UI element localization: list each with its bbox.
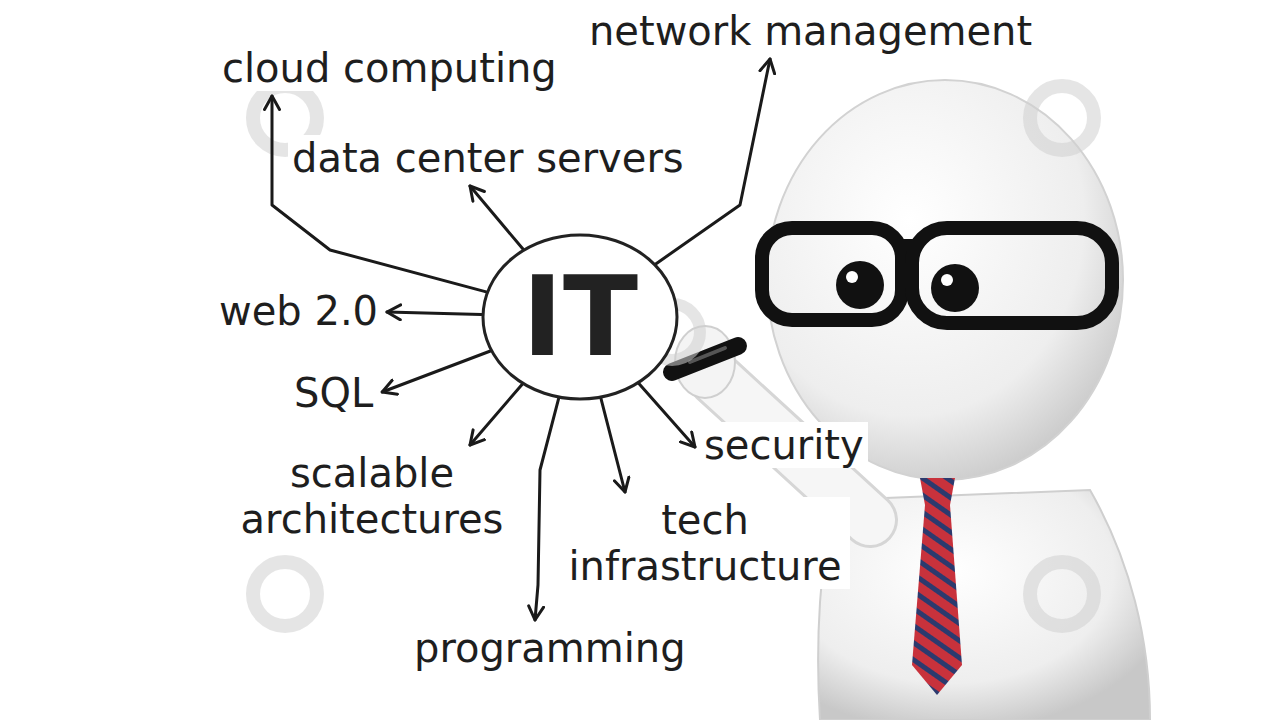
arrow-connector: [638, 383, 695, 447]
topic-text: scalable architectures: [227, 450, 517, 542]
eye-highlight: [846, 271, 858, 283]
arrow-connector: [272, 96, 486, 292]
glasses-lens: [912, 228, 1112, 323]
tie-knot: [920, 478, 955, 505]
topic-label: data center servers: [288, 135, 688, 181]
topic-label: SQL: [290, 370, 377, 416]
glasses-lens: [762, 228, 902, 320]
topic-text: security: [700, 422, 868, 468]
topic-text: data center servers: [288, 135, 688, 181]
eye-highlight: [941, 274, 953, 286]
hub-circle: IT: [480, 232, 680, 402]
arrow-connector: [470, 384, 523, 445]
topic-text: cloud computing: [218, 45, 561, 91]
topic-text: network management: [585, 8, 1036, 54]
watermarks: [253, 86, 1094, 626]
topic-label: tech infrastructure: [560, 497, 850, 589]
arrow-connector: [387, 312, 482, 314]
topic-label: programming: [410, 625, 690, 671]
tie: [912, 505, 962, 695]
arrow-connector: [470, 186, 524, 250]
arrow-connector: [382, 351, 490, 392]
topic-label: security: [700, 422, 868, 468]
topic-label: cloud computing: [218, 45, 561, 91]
topic-label: scalable architectures: [227, 450, 517, 542]
eye: [836, 261, 884, 309]
topic-text: tech infrastructure: [560, 497, 850, 589]
arrow-connector: [601, 397, 625, 492]
hub-label: IT: [522, 262, 638, 372]
arrow-connector: [535, 397, 559, 620]
head: [767, 80, 1123, 480]
topic-label: network management: [585, 8, 1036, 54]
circle-shape: [483, 235, 677, 399]
topic-text: web 2.0: [215, 288, 382, 334]
topic-label: web 2.0: [215, 288, 382, 334]
topic-text: SQL: [290, 370, 377, 416]
topic-text: programming: [410, 625, 690, 671]
eye: [931, 264, 979, 312]
glasses-bridge: [900, 239, 914, 251]
